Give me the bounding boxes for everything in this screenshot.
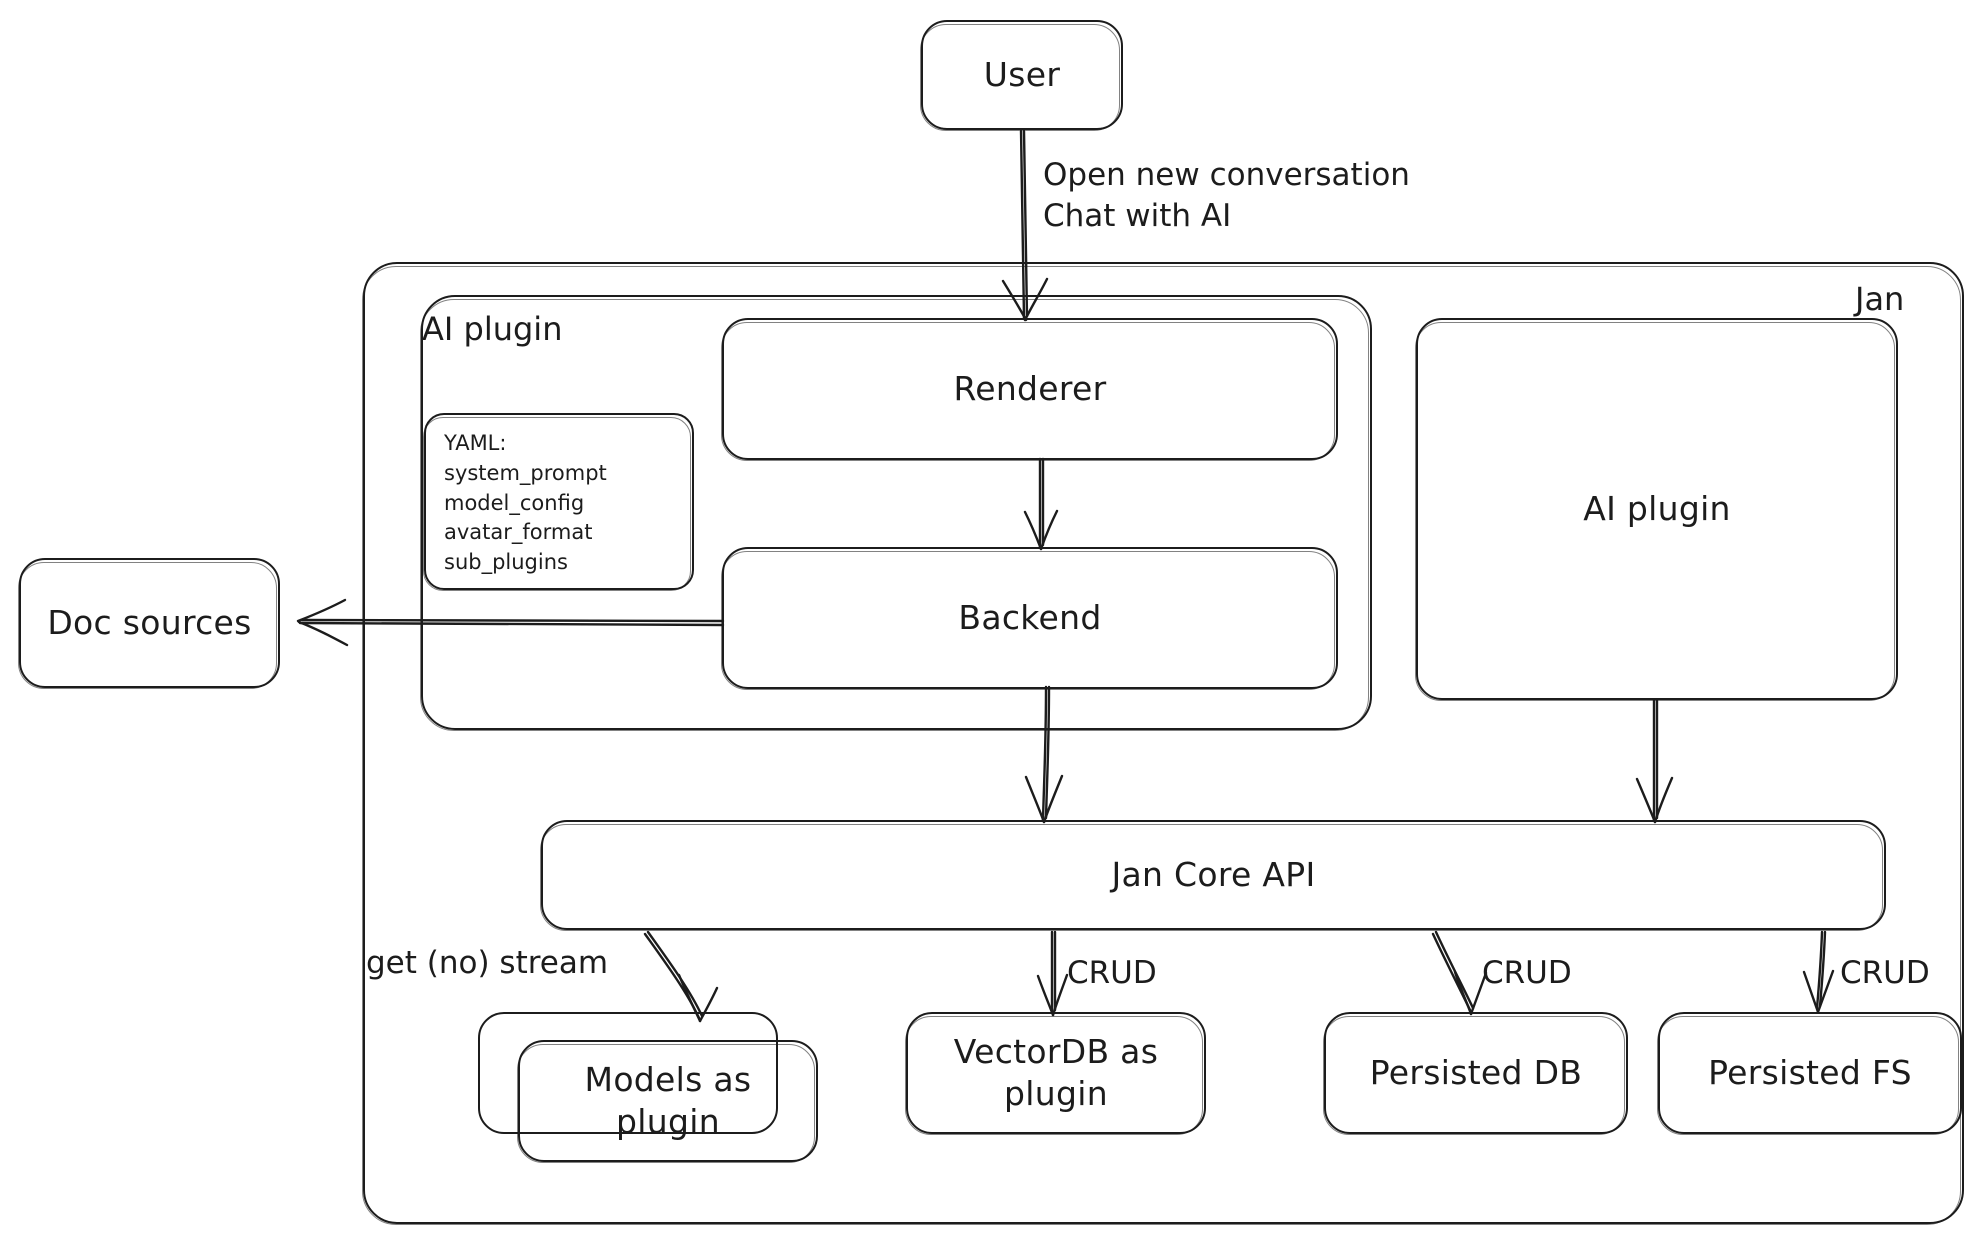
group-ai-plugin-label: AI plugin [422,310,563,348]
node-user-label: User [983,54,1061,94]
node-backend[interactable]: Backend [721,547,1338,690]
edge-label-open-new-conversation: Open new conversation Chat with AI [1043,157,1410,234]
node-renderer-label: Renderer [953,368,1107,408]
node-persisted-db[interactable]: Persisted DB [1323,1012,1628,1135]
node-user[interactable]: User [920,20,1123,131]
node-persisted-fs[interactable]: Persisted FS [1657,1012,1962,1135]
node-jan-core-api[interactable]: Jan Core API [540,820,1886,931]
node-models-plugin-label: Models as plugin [584,1059,752,1141]
container-jan-label: Jan [1855,280,1905,318]
node-jan-core-api-label: Jan Core API [1111,854,1316,894]
node-persisted-db-label: Persisted DB [1369,1052,1583,1092]
note-yaml-config[interactable]: YAML: system_prompt model_config avatar_… [423,413,694,591]
note-yaml-config-text: YAML: system_prompt model_config avatar_… [444,431,607,575]
node-backend-label: Backend [958,597,1102,637]
node-doc-sources[interactable]: Doc sources [18,558,280,689]
node-models-plugin[interactable]: Models as plugin [517,1040,818,1163]
node-vectordb-plugin-label: VectorDB as plugin [953,1031,1159,1113]
edge-label-get-no-stream: get (no) stream [366,945,609,981]
edge-label-crud-persisted-db: CRUD [1482,955,1572,991]
node-doc-sources-label: Doc sources [47,602,252,642]
node-ai-plugin-right[interactable]: AI plugin [1415,318,1898,701]
node-persisted-fs-label: Persisted FS [1708,1052,1912,1092]
node-renderer[interactable]: Renderer [721,318,1338,461]
node-vectordb-plugin[interactable]: VectorDB as plugin [905,1012,1206,1135]
node-models-plugin-back [478,1012,778,1134]
edge-label-crud-vectordb: CRUD [1067,955,1157,991]
edge-label-crud-persisted-fs: CRUD [1840,955,1930,991]
node-ai-plugin-right-label: AI plugin [1583,488,1731,528]
